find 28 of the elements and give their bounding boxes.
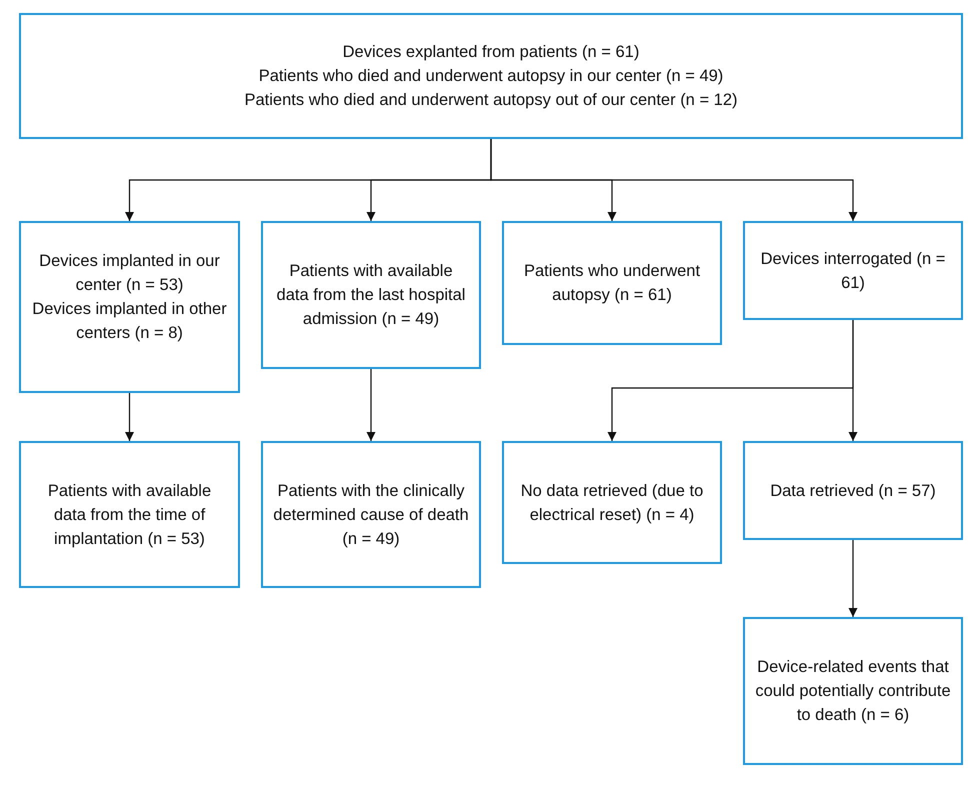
process-box bbox=[502, 221, 722, 345]
box-text: Device-related events that could potentially contribute to death (n = 6) bbox=[755, 657, 951, 726]
process-box bbox=[743, 617, 963, 765]
process-box bbox=[19, 221, 240, 393]
box-text: Patients with available data from the time of implantation (n = 53) bbox=[46, 480, 212, 550]
arrow bbox=[125, 393, 134, 441]
arrow bbox=[490, 139, 858, 221]
box-text: Data retrieved (n = 57) bbox=[770, 480, 936, 502]
box-text: Devices implanted in other centers (n = 8) bbox=[31, 299, 228, 344]
box-text: Devices interrogated (n = 61) bbox=[760, 248, 946, 294]
process-box bbox=[502, 441, 722, 564]
box-text: Patients with available data from the last hospital admission (n = 49) bbox=[276, 261, 466, 330]
process-box bbox=[19, 13, 963, 139]
arrow bbox=[848, 320, 858, 441]
process-box bbox=[19, 441, 240, 588]
process-box bbox=[743, 441, 963, 540]
box-text: Patients with the clinically determined cause of death (n = 49) bbox=[273, 480, 469, 550]
arrow bbox=[366, 369, 376, 441]
box-text: Patients who underwent autopsy (n = 61) bbox=[522, 261, 702, 306]
box-text: Devices explanted from patients (n = 61) bbox=[342, 42, 640, 63]
process-box bbox=[261, 221, 481, 369]
box-text: Patients who died and underwent autopsy out of our center (n = 12) bbox=[244, 90, 738, 111]
box-text: No data retrieved (due to electrical reset) (n = 4) bbox=[520, 480, 704, 526]
process-box bbox=[743, 221, 963, 320]
process-box bbox=[261, 441, 481, 588]
arrow bbox=[848, 540, 858, 617]
box-text: Devices implanted in our center (n = 53) bbox=[38, 251, 221, 296]
box-text: Patients who died and underwent autopsy in our center (n = 49) bbox=[258, 66, 724, 87]
